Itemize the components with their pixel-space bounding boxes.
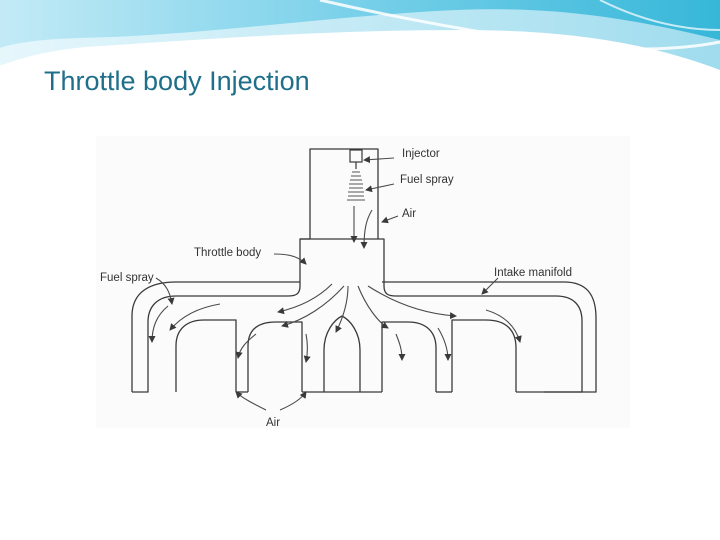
throttle-body-injection-diagram: Injector Fuel spray Air Throttle body Fu… <box>100 148 597 428</box>
label-leaders <box>155 156 499 411</box>
diagram-panel: Injector Fuel spray Air Throttle body Fu… <box>96 136 630 428</box>
label-injector: Injector <box>402 148 440 160</box>
runner-1 <box>175 319 237 392</box>
label-intake-manifold: Intake manifold <box>494 267 572 279</box>
label-fuel-spray-top: Fuel spray <box>400 174 454 186</box>
air-flow-arrows <box>148 206 522 363</box>
label-throttle-body: Throttle body <box>194 247 261 259</box>
injector-housing <box>309 148 379 239</box>
fuel-spray-cone <box>347 171 365 201</box>
slide-title: Throttle body Injection <box>44 66 310 96</box>
label-air-bottom: Air <box>266 417 280 428</box>
manifold-right-outer <box>382 281 597 393</box>
label-fuel-spray-left: Fuel spray <box>100 272 154 284</box>
manifold-left-outer <box>131 281 177 392</box>
label-air-top: Air <box>402 208 416 220</box>
runner-center <box>323 315 361 393</box>
throttle-body-left-wall <box>132 238 310 393</box>
runner-3 <box>381 321 437 392</box>
throttle-body <box>300 238 583 393</box>
runner-2 <box>247 321 303 392</box>
runner-4 <box>451 319 517 392</box>
injector-nozzle <box>349 149 363 163</box>
